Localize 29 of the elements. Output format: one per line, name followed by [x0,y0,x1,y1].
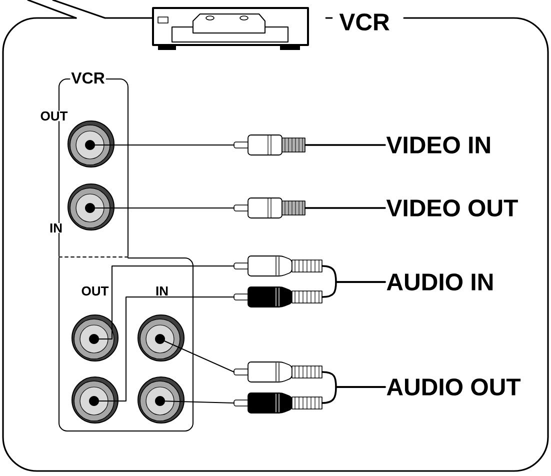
jack-socket [138,376,184,424]
cable [304,144,386,146]
jack-socket [138,314,184,362]
cable [322,281,386,298]
node-label: VCR [71,72,105,84]
cable-label: AUDIO OUT [386,378,521,396]
plug [234,256,322,276]
plug [234,392,322,414]
plug [234,286,322,308]
plug [234,362,322,382]
jack-socket [72,376,118,424]
plug [234,134,306,156]
jack-socket [68,120,114,168]
wire [98,266,234,340]
cable-label: VIDEO IN [386,136,490,154]
plug [234,198,306,218]
wire [164,400,234,404]
jack-panel: OUT IN [58,258,194,432]
jack-socket [68,184,114,230]
cable-label: AUDIO IN [386,274,493,290]
cable-label: VIDEO OUT [386,200,518,216]
jack-socket [72,314,118,362]
cable [304,207,386,209]
heading: VCR [339,14,390,30]
cable [322,386,386,404]
wire [94,144,234,146]
wire [98,296,234,402]
jack-label: IN [49,223,63,233]
jack-label: OUT [40,110,68,122]
